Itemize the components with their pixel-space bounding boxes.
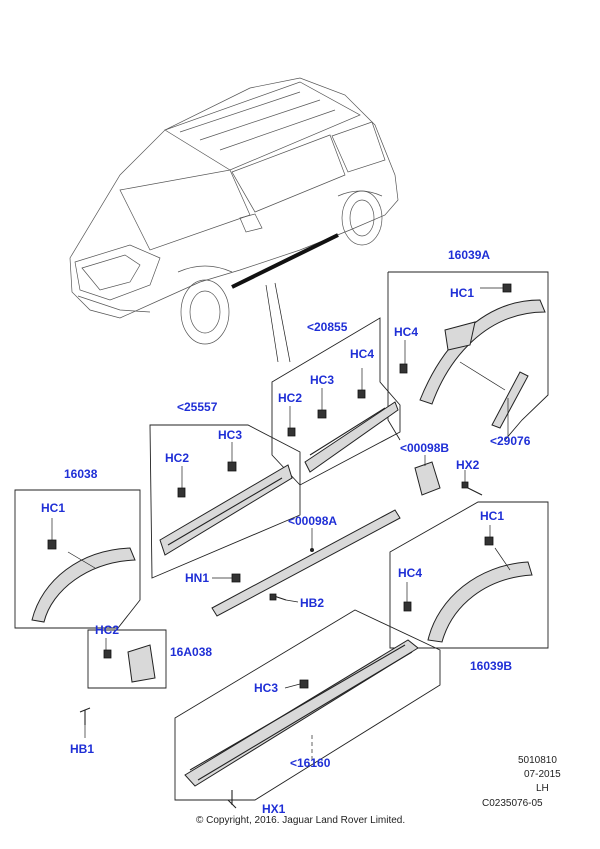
- group-16A038: [79, 629, 167, 738]
- label-hc2-c: HC2: [95, 623, 119, 637]
- ref-number: C0235076-05: [482, 798, 543, 809]
- label-16160: <16160: [290, 756, 331, 770]
- wheel-arch-rear[interactable]: [427, 561, 533, 643]
- mud-flap[interactable]: [127, 644, 156, 683]
- group-00098A: [211, 509, 401, 617]
- label-16039A: 16039A: [448, 248, 490, 262]
- label-hc3-a: HC3: [310, 373, 334, 387]
- label-hx2: HX2: [456, 458, 480, 472]
- label-hc4-a: HC4: [394, 325, 418, 339]
- label-hc2-a: HC2: [278, 391, 302, 405]
- moulding-29076[interactable]: [491, 371, 529, 429]
- label-hn1: HN1: [185, 571, 209, 585]
- group-16038: [14, 489, 141, 629]
- ref-date: 07-2015: [524, 769, 561, 780]
- label-16038: 16038: [64, 467, 98, 481]
- group-25557: [149, 424, 301, 579]
- wheel-arch-front[interactable]: [419, 299, 546, 405]
- label-hc4-c: HC4: [398, 566, 422, 580]
- label-hc1-c: HC1: [480, 509, 504, 523]
- sill-panel[interactable]: [184, 639, 419, 787]
- label-hc2-b: HC2: [165, 451, 189, 465]
- group-00098B: [414, 455, 483, 496]
- label-hc1-a: HC1: [450, 286, 474, 300]
- ref-side: LH: [536, 783, 549, 794]
- door-moulding-rear[interactable]: [304, 401, 399, 473]
- vehicle-illustration: [69, 77, 399, 345]
- ref-code: 5010810: [518, 755, 557, 766]
- label-25557: <25557: [177, 400, 218, 414]
- label-hc3-b: HC3: [218, 428, 242, 442]
- label-00098B: <00098B: [400, 441, 449, 455]
- label-20855: <20855: [307, 320, 348, 334]
- label-hc1-b: HC1: [41, 501, 65, 515]
- bracket[interactable]: [414, 461, 441, 496]
- group-16039B: [389, 501, 549, 649]
- label-29076: <29076: [490, 434, 531, 448]
- label-16039B: 16039B: [470, 659, 512, 673]
- copyright-notice: © Copyright, 2016. Jaguar Land Rover Lim…: [196, 815, 405, 826]
- label-hx1: HX1: [262, 802, 286, 816]
- group-16160: [174, 609, 441, 809]
- label-hb1: HB1: [70, 742, 94, 756]
- label-hc3-c: HC3: [254, 681, 278, 695]
- wheel-arch-left[interactable]: [31, 547, 136, 623]
- label-hc4-b: HC4: [350, 347, 374, 361]
- door-moulding-front[interactable]: [159, 464, 293, 556]
- group-16039A: [387, 271, 549, 441]
- sill-rail[interactable]: [211, 509, 401, 617]
- label-hb2: HB2: [300, 596, 324, 610]
- group-20855: [271, 317, 401, 486]
- sill-highlight: [231, 233, 339, 289]
- label-00098A: <00098A: [288, 514, 337, 528]
- label-16A038: 16A038: [170, 645, 212, 659]
